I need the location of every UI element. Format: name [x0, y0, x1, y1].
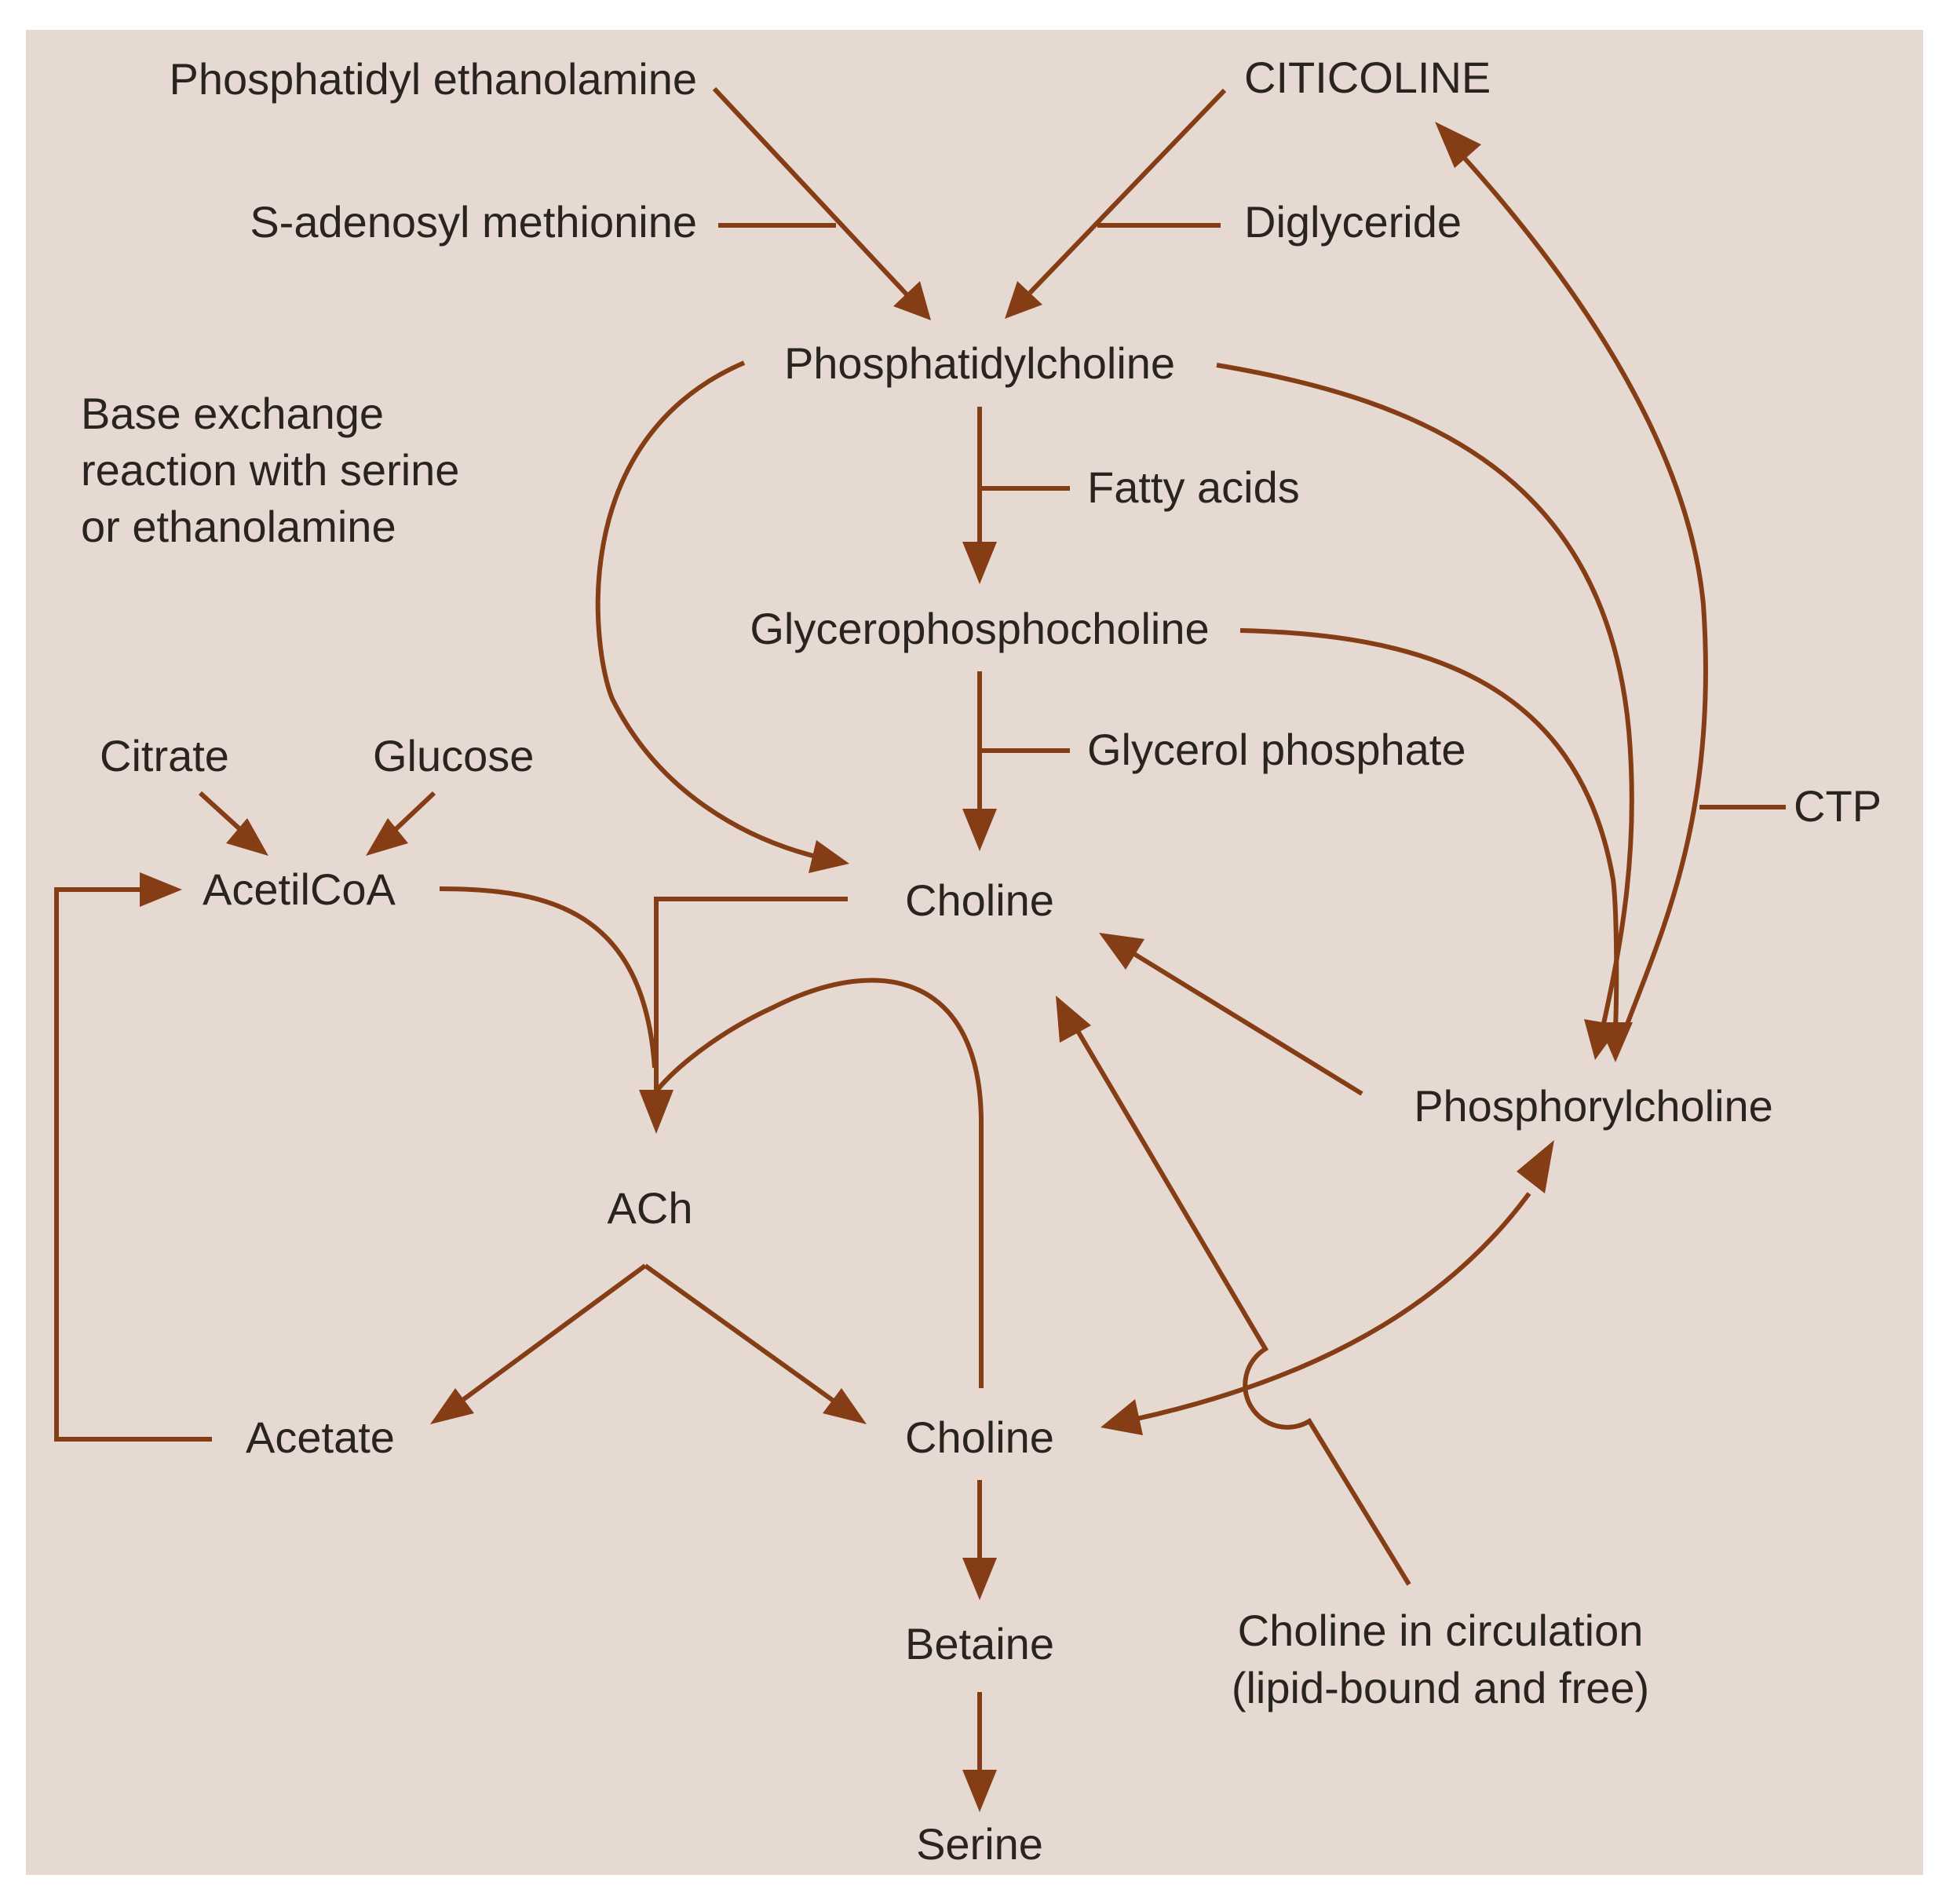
label-acetate: Acetate [246, 1412, 395, 1462]
arrow-acetilcoa-to-ach [439, 886, 657, 1069]
arrow-citicoline-to-pc [1028, 88, 1227, 295]
label-phosphatidyl-ethanolamine: Phosphatidyl ethanolamine [170, 54, 697, 104]
label-glycerophosphocholine: Glycerophosphocholine [750, 604, 1209, 653]
label-glycerol-phosphate: Glycerol phosphate [1087, 725, 1466, 774]
labels: Phosphatidyl ethanolamine S-adenosyl met… [81, 53, 1882, 1869]
arrow-gpc-to-phosphorylcholine [1239, 628, 1619, 1029]
label-phosphatidylcholine: Phosphatidylcholine [784, 338, 1175, 388]
arrow-pe-to-pc [712, 86, 909, 297]
label-betaine: Betaine [905, 1619, 1054, 1668]
arrowhead-phosphorylcholine-from-gpc [1598, 1022, 1633, 1062]
arrowhead-serine [962, 1770, 997, 1812]
arrow-citrate-to-acetilcoa [198, 791, 246, 835]
arrowhead-phosphorylcholine-from-choline-bottom [1517, 1140, 1554, 1193]
arrowheads [140, 122, 1633, 1812]
arrow-circulation-to-choline [1073, 1025, 1411, 1586]
arrow-pc-to-phosphorylcholine [1216, 363, 1634, 1028]
arrow-pc-to-choline-base-exchange [595, 360, 823, 861]
label-base-exchange-line-2: reaction with serine [81, 445, 459, 495]
arrowhead-acetilcoa-from-glucose [366, 818, 408, 856]
arrowhead-gpc [962, 542, 997, 584]
arrow-choline-bottom-to-ach [654, 978, 984, 1388]
label-ach: ACh [608, 1183, 693, 1233]
arrow-glucose-to-acetilcoa [390, 791, 436, 835]
arrow-phosphorylcholine-to-choline [1133, 952, 1363, 1096]
label-choline-top: Choline [905, 875, 1054, 925]
arrow-phosphorylcholine-to-citicoline [1458, 151, 1708, 1057]
arrow-ach-to-choline-bottom [644, 1263, 841, 1408]
label-serine: Serine [916, 1819, 1043, 1869]
arrowhead-citicoline [1435, 122, 1481, 168]
arrowhead-choline-from-circulation [1056, 996, 1091, 1043]
arrow-ach-to-acetate [454, 1263, 647, 1408]
label-ctp: CTP [1794, 781, 1882, 831]
label-phosphorylcholine: Phosphorylcholine [1414, 1081, 1773, 1131]
label-glucose: Glucose [373, 731, 534, 780]
arrow-acetate-to-acetilcoa [54, 887, 212, 1442]
arrowhead-pc-from-citicoline [1005, 281, 1042, 319]
label-diglyceride: Diglyceride [1244, 197, 1462, 247]
label-citrate: Citrate [100, 731, 229, 780]
label-choline-bottom: Choline [905, 1412, 1054, 1462]
label-fatty-acids: Fatty acids [1087, 462, 1300, 512]
connectors [54, 86, 1786, 1778]
arrowhead-betaine [962, 1558, 997, 1600]
arrowhead-acetilcoa-from-acetate [140, 872, 182, 907]
arrowhead-choline-from-gpc [962, 809, 997, 851]
arrowhead-choline-bottom-from-phosphorylcholine [1101, 1399, 1143, 1435]
label-base-exchange-line-3: or ethanolamine [81, 502, 396, 551]
arrowhead-ach [639, 1090, 673, 1134]
arrow-choline-to-ach [654, 897, 848, 1099]
arrowhead-pc-from-pe [893, 281, 931, 320]
arrow-phosphorylcholine-choline-bottom [1114, 1192, 1531, 1426]
label-s-adenosyl-methionine: S-adenosyl methionine [250, 197, 697, 247]
arrowhead-choline-from-phosphorylcholine [1099, 933, 1144, 970]
label-citicoline: CITICOLINE [1244, 53, 1491, 102]
label-choline-circulation-line-1: Choline in circulation [1238, 1606, 1644, 1655]
arrowhead-choline-from-pc [809, 840, 849, 873]
arrowhead-choline-bottom-from-ach [823, 1388, 867, 1424]
arrowhead-acetate [430, 1388, 474, 1424]
label-choline-circulation-line-2: (lipid-bound and free) [1232, 1663, 1649, 1712]
label-acetilcoa: AcetilCoA [203, 864, 396, 914]
label-base-exchange-line-1: Base exchange [81, 389, 384, 438]
arrowhead-acetilcoa-from-citrate [226, 818, 268, 856]
